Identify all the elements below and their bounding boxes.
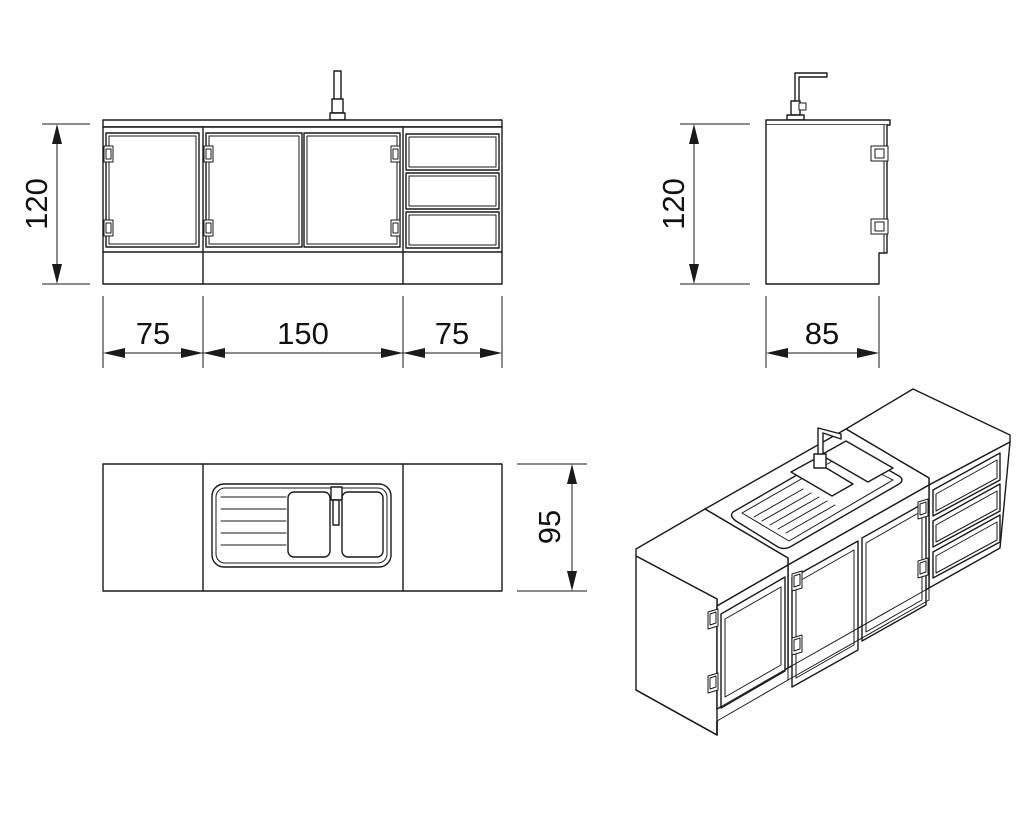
side-view: 120 85	[656, 72, 891, 368]
front-width-label-sink: 150	[277, 316, 329, 351]
side-hinges	[870, 145, 889, 235]
front-width-label-left: 75	[136, 316, 170, 351]
front-faucet	[329, 70, 346, 121]
iso-left-cabinet	[635, 508, 789, 736]
side-height-dimension: 120	[656, 123, 750, 285]
iso-drawer-cabinet	[845, 388, 1011, 589]
front-width-dimensions: 75 150 75	[102, 296, 503, 368]
side-faucet	[786, 72, 828, 121]
side-worktop	[765, 119, 891, 126]
isometric-view	[635, 388, 1011, 736]
top-depth-label: 95	[532, 510, 567, 544]
front-left-door	[105, 132, 200, 248]
front-height-dimension: 120	[19, 123, 90, 285]
side-carcass	[765, 124, 888, 285]
top-sink	[211, 483, 392, 568]
front-width-label-drawers: 75	[435, 316, 469, 351]
front-worktop	[102, 119, 503, 128]
side-depth-dimension: 85	[765, 296, 880, 368]
front-view: 120 75 150 75	[19, 70, 503, 368]
front-sink-door-right	[303, 132, 401, 248]
top-view: 95	[102, 463, 587, 592]
side-depth-label: 85	[805, 316, 839, 351]
front-height-label: 120	[19, 178, 54, 230]
front-drawers	[405, 133, 500, 249]
top-depth-dimension: 95	[517, 463, 587, 592]
iso-sink-cabinet	[704, 427, 930, 688]
front-sink-door-left	[205, 132, 303, 248]
side-height-label: 120	[656, 178, 691, 230]
